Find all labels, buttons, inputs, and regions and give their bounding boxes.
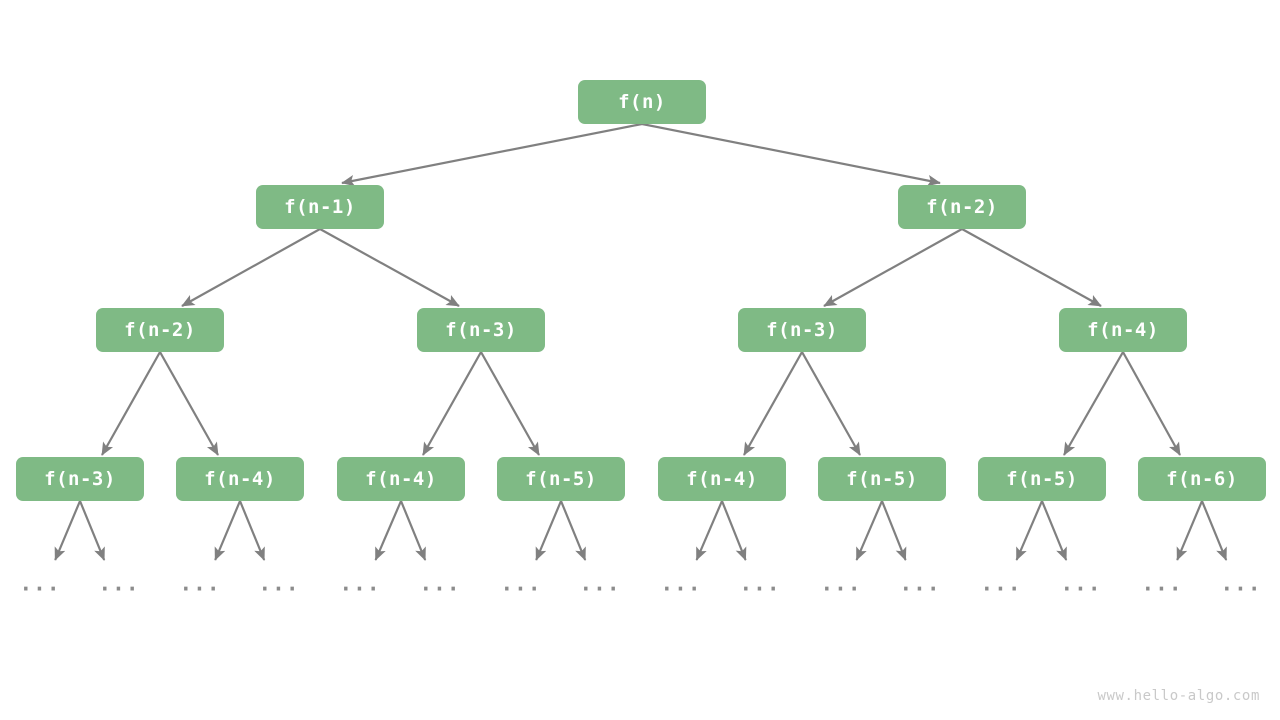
ellipsis-mark: ...: [739, 571, 781, 596]
tree-node[interactable]: f(n-5): [497, 457, 625, 501]
tree-node[interactable]: f(n-3): [738, 308, 866, 352]
tree-node-label: f(n-5): [525, 468, 597, 490]
tree-edge: [341, 122, 643, 187]
tree-node[interactable]: f(n-2): [96, 308, 224, 352]
ellipsis-mark: ...: [660, 571, 702, 596]
leaf-edge: [855, 500, 884, 561]
tree-edge: [823, 228, 963, 307]
ellipsis-mark: ...: [579, 571, 621, 596]
tree-node[interactable]: f(n-4): [658, 457, 786, 501]
leaf-edge: [78, 500, 106, 561]
leaf-edge: [559, 500, 587, 561]
ellipsis-mark: ...: [899, 571, 941, 596]
tree-node[interactable]: f(n-4): [337, 457, 465, 501]
leaf-edge: [399, 500, 427, 561]
tree-edge: [480, 351, 540, 456]
tree-node-label: f(n-2): [926, 196, 998, 218]
tree-node-label: f(n-4): [204, 468, 276, 490]
leaf-edge: [374, 500, 403, 561]
tree-edge: [101, 351, 161, 456]
tree-edge: [1063, 351, 1124, 456]
tree-node-label: f(n-4): [686, 468, 758, 490]
tree-node-label: f(n-3): [766, 319, 838, 341]
edges-group: [101, 122, 1181, 456]
tree-edge: [181, 228, 321, 307]
tree-node[interactable]: f(n-2): [898, 185, 1026, 229]
ellipsis-mark: ...: [19, 571, 61, 596]
leaf-edge: [1176, 500, 1204, 561]
tree-node[interactable]: f(n-5): [978, 457, 1106, 501]
tree-node-label: f(n): [618, 91, 666, 113]
tree-node-label: f(n-5): [846, 468, 918, 490]
tree-node[interactable]: f(n): [578, 80, 706, 124]
tree-node-label: f(n-1): [284, 196, 356, 218]
tree-node-label: f(n-3): [445, 319, 517, 341]
leaf-edge: [1200, 500, 1228, 561]
ellipsis-mark: ...: [500, 571, 542, 596]
tree-edge: [319, 228, 460, 307]
tree-node[interactable]: f(n-4): [1059, 308, 1187, 352]
tree-edge: [743, 351, 803, 456]
ellipsis-mark: ...: [980, 571, 1022, 596]
tree-node-label: f(n-4): [365, 468, 437, 490]
tree-edge: [961, 228, 1102, 307]
tree-edge: [641, 122, 941, 187]
leaf-edges-group: [54, 500, 1228, 561]
leaf-edge: [720, 500, 747, 561]
tree-edge: [422, 351, 482, 456]
ellipsis-mark: ...: [1060, 571, 1102, 596]
ellipsis-mark: ...: [339, 571, 381, 596]
leaf-edge: [1040, 500, 1068, 561]
ellipsis-mark: ...: [419, 571, 461, 596]
tree-node-label: f(n-5): [1006, 468, 1078, 490]
ellipsis-mark: ...: [179, 571, 221, 596]
tree-node-label: f(n-6): [1166, 468, 1238, 490]
ellipsis-mark: ...: [820, 571, 862, 596]
tree-node[interactable]: f(n-3): [417, 308, 545, 352]
watermark: www.hello-algo.com: [1097, 688, 1260, 704]
ellipsis-mark: ...: [98, 571, 140, 596]
tree-node-label: f(n-3): [44, 468, 116, 490]
tree-node-label: f(n-4): [1087, 319, 1159, 341]
tree-node[interactable]: f(n-5): [818, 457, 946, 501]
tree-node[interactable]: f(n-1): [256, 185, 384, 229]
tree-edge: [1122, 351, 1181, 456]
ellipsis-mark: ...: [258, 571, 300, 596]
leaf-edge: [695, 500, 724, 561]
tree-node-label: f(n-2): [124, 319, 196, 341]
tree-node[interactable]: f(n-3): [16, 457, 144, 501]
tree-node[interactable]: f(n-6): [1138, 457, 1266, 501]
leaf-edge: [1015, 500, 1044, 561]
leaf-edge: [535, 500, 563, 561]
tree-edge: [801, 351, 861, 456]
leaf-edge: [238, 500, 266, 561]
leaf-edge: [880, 500, 907, 561]
tree-edge: [159, 351, 219, 456]
leaf-edge: [214, 500, 242, 561]
tree-node[interactable]: f(n-4): [176, 457, 304, 501]
ellipsis-mark: ...: [1220, 571, 1262, 596]
ellipsis-mark: ...: [1141, 571, 1183, 596]
leaf-edge: [54, 500, 82, 561]
